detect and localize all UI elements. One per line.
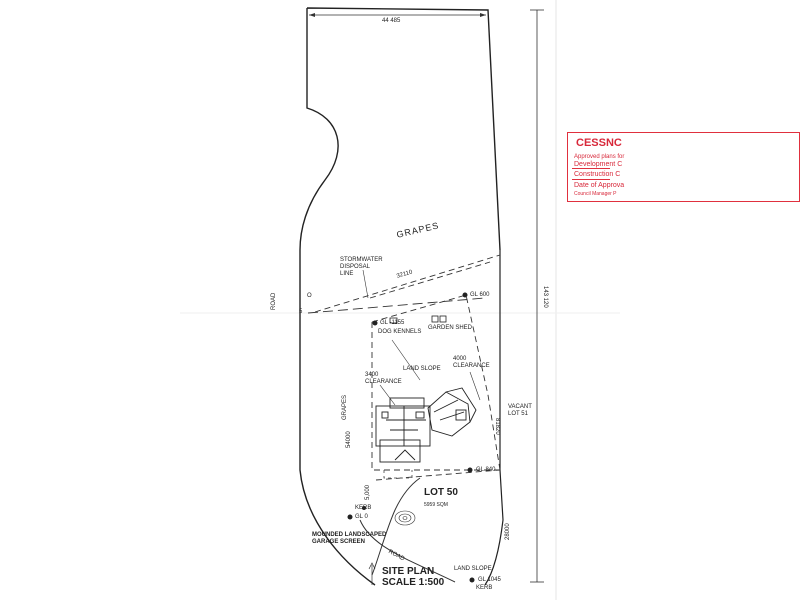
driveway bbox=[383, 470, 413, 479]
stamp-row: Date of Approva bbox=[574, 182, 625, 189]
gl-1155: GL -1155 bbox=[380, 320, 405, 326]
kerb-label-1: KERB bbox=[355, 505, 372, 511]
top-dimension: 44 485 bbox=[382, 18, 401, 24]
leader-line bbox=[362, 269, 369, 299]
leader-line bbox=[469, 371, 481, 401]
gl-0: GL 0 bbox=[355, 514, 368, 520]
dim-81820: 81820 bbox=[494, 418, 500, 435]
dim-5000: 5,000 bbox=[365, 484, 371, 500]
lot-area: 5959 SQM bbox=[424, 502, 448, 508]
clearance-3400-num: 3400 bbox=[365, 372, 379, 378]
leader-line bbox=[391, 339, 421, 381]
kerb-label-2: KERB bbox=[476, 585, 493, 591]
garden-shed-icon bbox=[439, 315, 447, 323]
stormwater-label-1: STORMWATER bbox=[340, 257, 383, 263]
leader-line bbox=[379, 384, 396, 406]
mounded-label-1: MOUNDED LANDSCAPED bbox=[312, 532, 387, 538]
lot-boundary bbox=[299, 7, 501, 586]
marker-kerb bbox=[362, 506, 366, 510]
clearance-4000-text: CLEARANCE bbox=[453, 363, 490, 369]
mound-icon bbox=[394, 510, 416, 526]
stamp-rule bbox=[572, 179, 610, 180]
north-arrow-icon bbox=[368, 562, 376, 585]
marker-gl-1045 bbox=[469, 577, 475, 583]
dim-54000: 54000 bbox=[346, 431, 352, 448]
stamp-row: Council Manager P bbox=[574, 191, 617, 197]
gl-top-right: GL 600 bbox=[470, 292, 490, 298]
garden-shed-label: GARDEN SHED bbox=[428, 325, 473, 331]
stamp-rule bbox=[572, 168, 610, 169]
marker-gl-1155 bbox=[372, 320, 378, 326]
stamp-row: Approved plans for bbox=[574, 154, 625, 160]
dog-kennels-label: DOG KENNELS bbox=[378, 329, 422, 335]
building-envelope bbox=[371, 294, 501, 471]
lot-title: LOT 50 bbox=[424, 487, 458, 498]
marker-s: 5 bbox=[299, 309, 303, 315]
dog-kennels-icon bbox=[389, 317, 398, 324]
clearance-3400-text: CLEARANCE bbox=[365, 379, 402, 385]
vacant-label: VACANT bbox=[508, 404, 532, 410]
marker-o: O bbox=[307, 293, 312, 299]
marker-gl-600 bbox=[462, 292, 468, 298]
mounded-label-2: GARAGE SCREEN bbox=[312, 539, 366, 545]
garden-shed-icon bbox=[431, 315, 439, 323]
house-setback-line bbox=[307, 297, 486, 314]
stamp-row: Construction C bbox=[574, 171, 621, 178]
dim-28000: 28000 bbox=[505, 523, 511, 540]
clearance-4000-num: 4000 bbox=[453, 356, 467, 362]
gl-840: GL 840 bbox=[476, 467, 496, 473]
gl-1045: GL 1045 bbox=[478, 577, 501, 583]
stamp-title: CESSNC bbox=[576, 137, 622, 149]
stormwater-line bbox=[314, 254, 501, 313]
land-slope-label-2: LAND SLOPE bbox=[454, 566, 492, 572]
side-dimension: 143 120 bbox=[542, 286, 548, 308]
land-slope-label: LAND SLOPE bbox=[403, 366, 441, 372]
site-plan-title: SITE PLAN bbox=[382, 566, 435, 577]
lot-boundary-east bbox=[484, 250, 504, 586]
stormwater-label-3: LINE bbox=[340, 271, 354, 277]
marker-gl-0 bbox=[347, 514, 353, 520]
council-approval-stamp: CESSNC Approved plans for Development C … bbox=[567, 132, 800, 202]
stamp-row: Development C bbox=[574, 161, 623, 168]
lot-51-label: LOT 51 bbox=[508, 411, 528, 417]
stormwater-line-2 bbox=[369, 261, 491, 299]
marker-gl-840 bbox=[467, 467, 473, 473]
stormwater-label-2: DISPOSAL bbox=[340, 264, 371, 270]
road-curve bbox=[359, 477, 456, 583]
road-label-left: ROAD bbox=[271, 292, 277, 310]
grapes-small-label: GRAPES bbox=[342, 394, 348, 420]
site-plan-scale: SCALE 1:500 bbox=[382, 577, 445, 588]
house-floor-plan bbox=[375, 387, 477, 463]
